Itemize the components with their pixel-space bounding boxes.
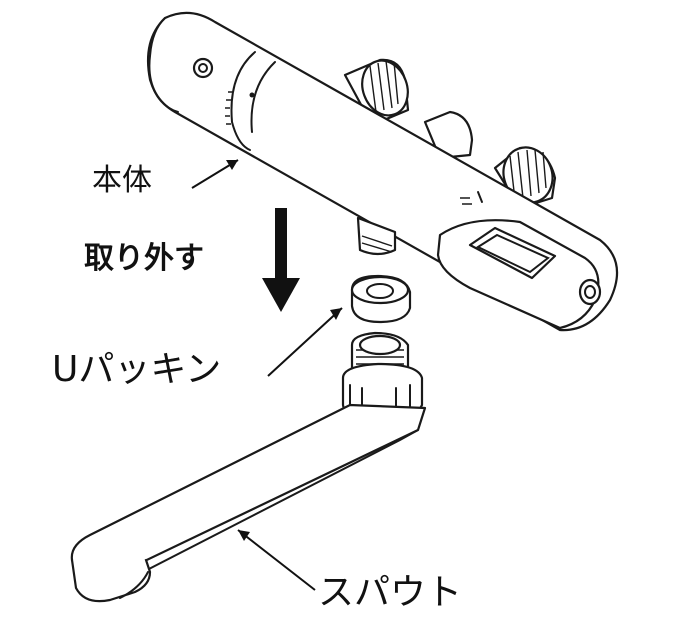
leader-body	[191, 159, 239, 189]
inlet-connector-right	[493, 146, 557, 210]
leader-spout	[237, 529, 316, 591]
leader-u-packing	[267, 307, 343, 377]
spout	[70, 331, 427, 603]
outlet-stub	[356, 216, 397, 256]
label-body: 本体	[92, 163, 152, 198]
down-arrow-icon	[262, 208, 300, 312]
faucet-body	[146, 11, 619, 332]
label-remove: 取り外す	[84, 241, 204, 276]
inlet-connector-left	[343, 58, 410, 127]
flow-handle	[436, 219, 600, 330]
label-u-packing: Uパッキン	[52, 349, 222, 390]
u-packing-ring	[350, 274, 412, 324]
label-spout: スパウト	[318, 572, 463, 613]
